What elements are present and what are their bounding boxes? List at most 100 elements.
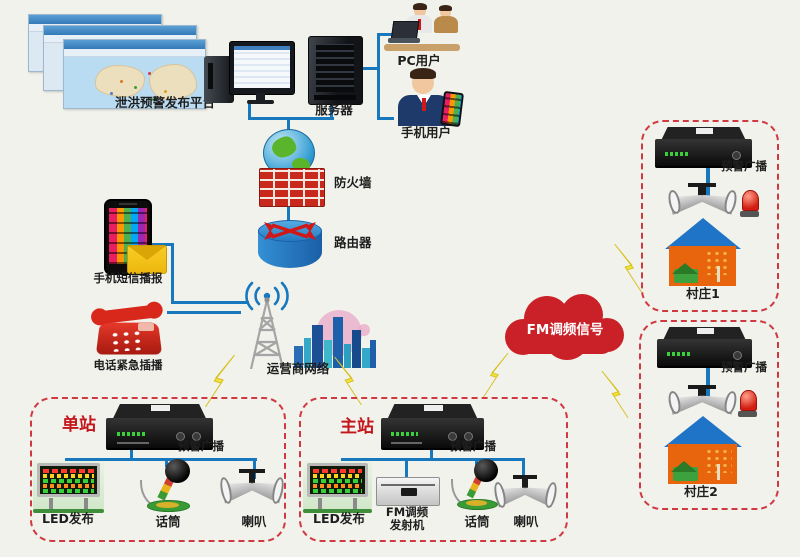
beacon-base <box>738 410 757 417</box>
horn-speaker-icon <box>492 475 558 515</box>
device-top <box>660 127 747 141</box>
server-icon <box>308 36 363 105</box>
beacon-base <box>740 210 759 217</box>
led-display-label: LED发布 <box>313 511 365 526</box>
village2-box <box>639 320 779 510</box>
led-row <box>43 489 94 494</box>
village-house-icon <box>665 215 741 286</box>
single-station-box <box>30 397 286 542</box>
village-house-icon <box>664 413 742 484</box>
lightning-icon <box>482 353 509 398</box>
phone-broadcast-label: 电话紧急插播 <box>93 358 163 372</box>
server-label: 服务器 <box>315 102 353 117</box>
connector-line <box>430 448 433 461</box>
browser-titlebar <box>29 15 161 24</box>
microphone-label: 话筒 <box>464 514 490 529</box>
horn-mount <box>521 475 529 490</box>
desk <box>384 44 460 51</box>
firewall-brick-wall-icon <box>259 168 325 207</box>
microphone-icon <box>139 459 196 514</box>
led-display-icon <box>303 461 372 513</box>
connector-line <box>287 117 290 134</box>
led-row <box>313 469 362 474</box>
broadcast-device-icon <box>381 404 484 450</box>
connector-line <box>377 33 394 36</box>
radio-waves-icon <box>245 281 289 311</box>
device-top <box>662 327 747 341</box>
connector-line <box>405 458 408 480</box>
connector-line <box>341 458 525 461</box>
broadcast-device-icon <box>106 404 213 450</box>
operator-network-label: 运营商网络 <box>266 361 330 376</box>
device-knob <box>448 431 458 441</box>
person-hair <box>410 68 436 79</box>
telephone-icon <box>92 303 168 357</box>
router-label: 路由器 <box>334 235 372 250</box>
device-sticker <box>696 328 714 334</box>
building <box>362 348 370 368</box>
skyline-backdrop <box>358 324 370 336</box>
telephone-keypad <box>109 328 145 353</box>
horn-mount <box>698 385 706 398</box>
device-sticker <box>150 405 171 412</box>
horn-speaker-icon <box>218 469 286 511</box>
person-head <box>440 7 451 18</box>
fm-transmitter-label-line1: FM调频 <box>385 505 429 519</box>
device-knob <box>192 431 202 441</box>
building <box>294 346 303 368</box>
connector-line <box>165 458 168 467</box>
microphone-icon <box>450 459 503 512</box>
lightning-icon <box>601 371 629 418</box>
device-knob <box>176 431 186 441</box>
monitor-stand <box>256 93 265 101</box>
connector-line <box>522 458 525 481</box>
pc-user-icon <box>384 3 462 53</box>
device-slot <box>116 441 149 444</box>
monitor-icon <box>229 41 295 95</box>
connector-line <box>253 458 256 479</box>
single-station-title: 单站 <box>62 415 96 435</box>
broadcast-device-icon <box>657 327 752 368</box>
led-display-icon <box>33 461 104 513</box>
connector-line <box>167 311 241 314</box>
led-leg <box>84 498 89 510</box>
device-led <box>664 152 690 156</box>
led-row <box>43 484 94 489</box>
led-leg <box>318 498 323 510</box>
building <box>352 330 361 368</box>
smartphone-in-hand-icon <box>440 90 464 128</box>
telephone-screen <box>138 323 154 331</box>
broadcast-device-label: 预警广播 <box>450 439 496 453</box>
village2-label: 村庄2 <box>684 484 718 499</box>
led-screen <box>37 463 100 498</box>
map-landmass <box>149 64 197 100</box>
router-arrows-icon <box>264 222 316 240</box>
device-top <box>387 404 478 420</box>
browser-titlebar <box>44 26 196 35</box>
horn-speaker-icon <box>666 183 738 221</box>
led-row <box>43 474 94 479</box>
led-grass <box>33 508 104 513</box>
tie <box>418 19 421 30</box>
browser-toolbar <box>64 49 205 57</box>
house-roof <box>665 215 741 249</box>
village1-box <box>641 120 779 312</box>
laptop-base <box>388 38 420 43</box>
person-body <box>434 16 458 33</box>
device-knob <box>732 350 742 360</box>
connector-line <box>287 203 290 223</box>
led-row <box>313 484 362 489</box>
alarm-beacon-icon <box>740 190 760 217</box>
connector-line <box>377 33 380 120</box>
horn-speaker-label: 喇叭 <box>513 514 539 529</box>
device-sticker <box>695 128 714 134</box>
map-landmass <box>95 65 145 97</box>
mobile-user-label: 手机用户 <box>400 125 451 140</box>
building <box>370 340 376 368</box>
device-led <box>391 432 419 437</box>
house-body <box>668 246 737 286</box>
fm-signal-label: FM调频信号 <box>526 322 604 338</box>
connector-line <box>330 100 333 120</box>
browser-titlebar <box>64 40 205 49</box>
